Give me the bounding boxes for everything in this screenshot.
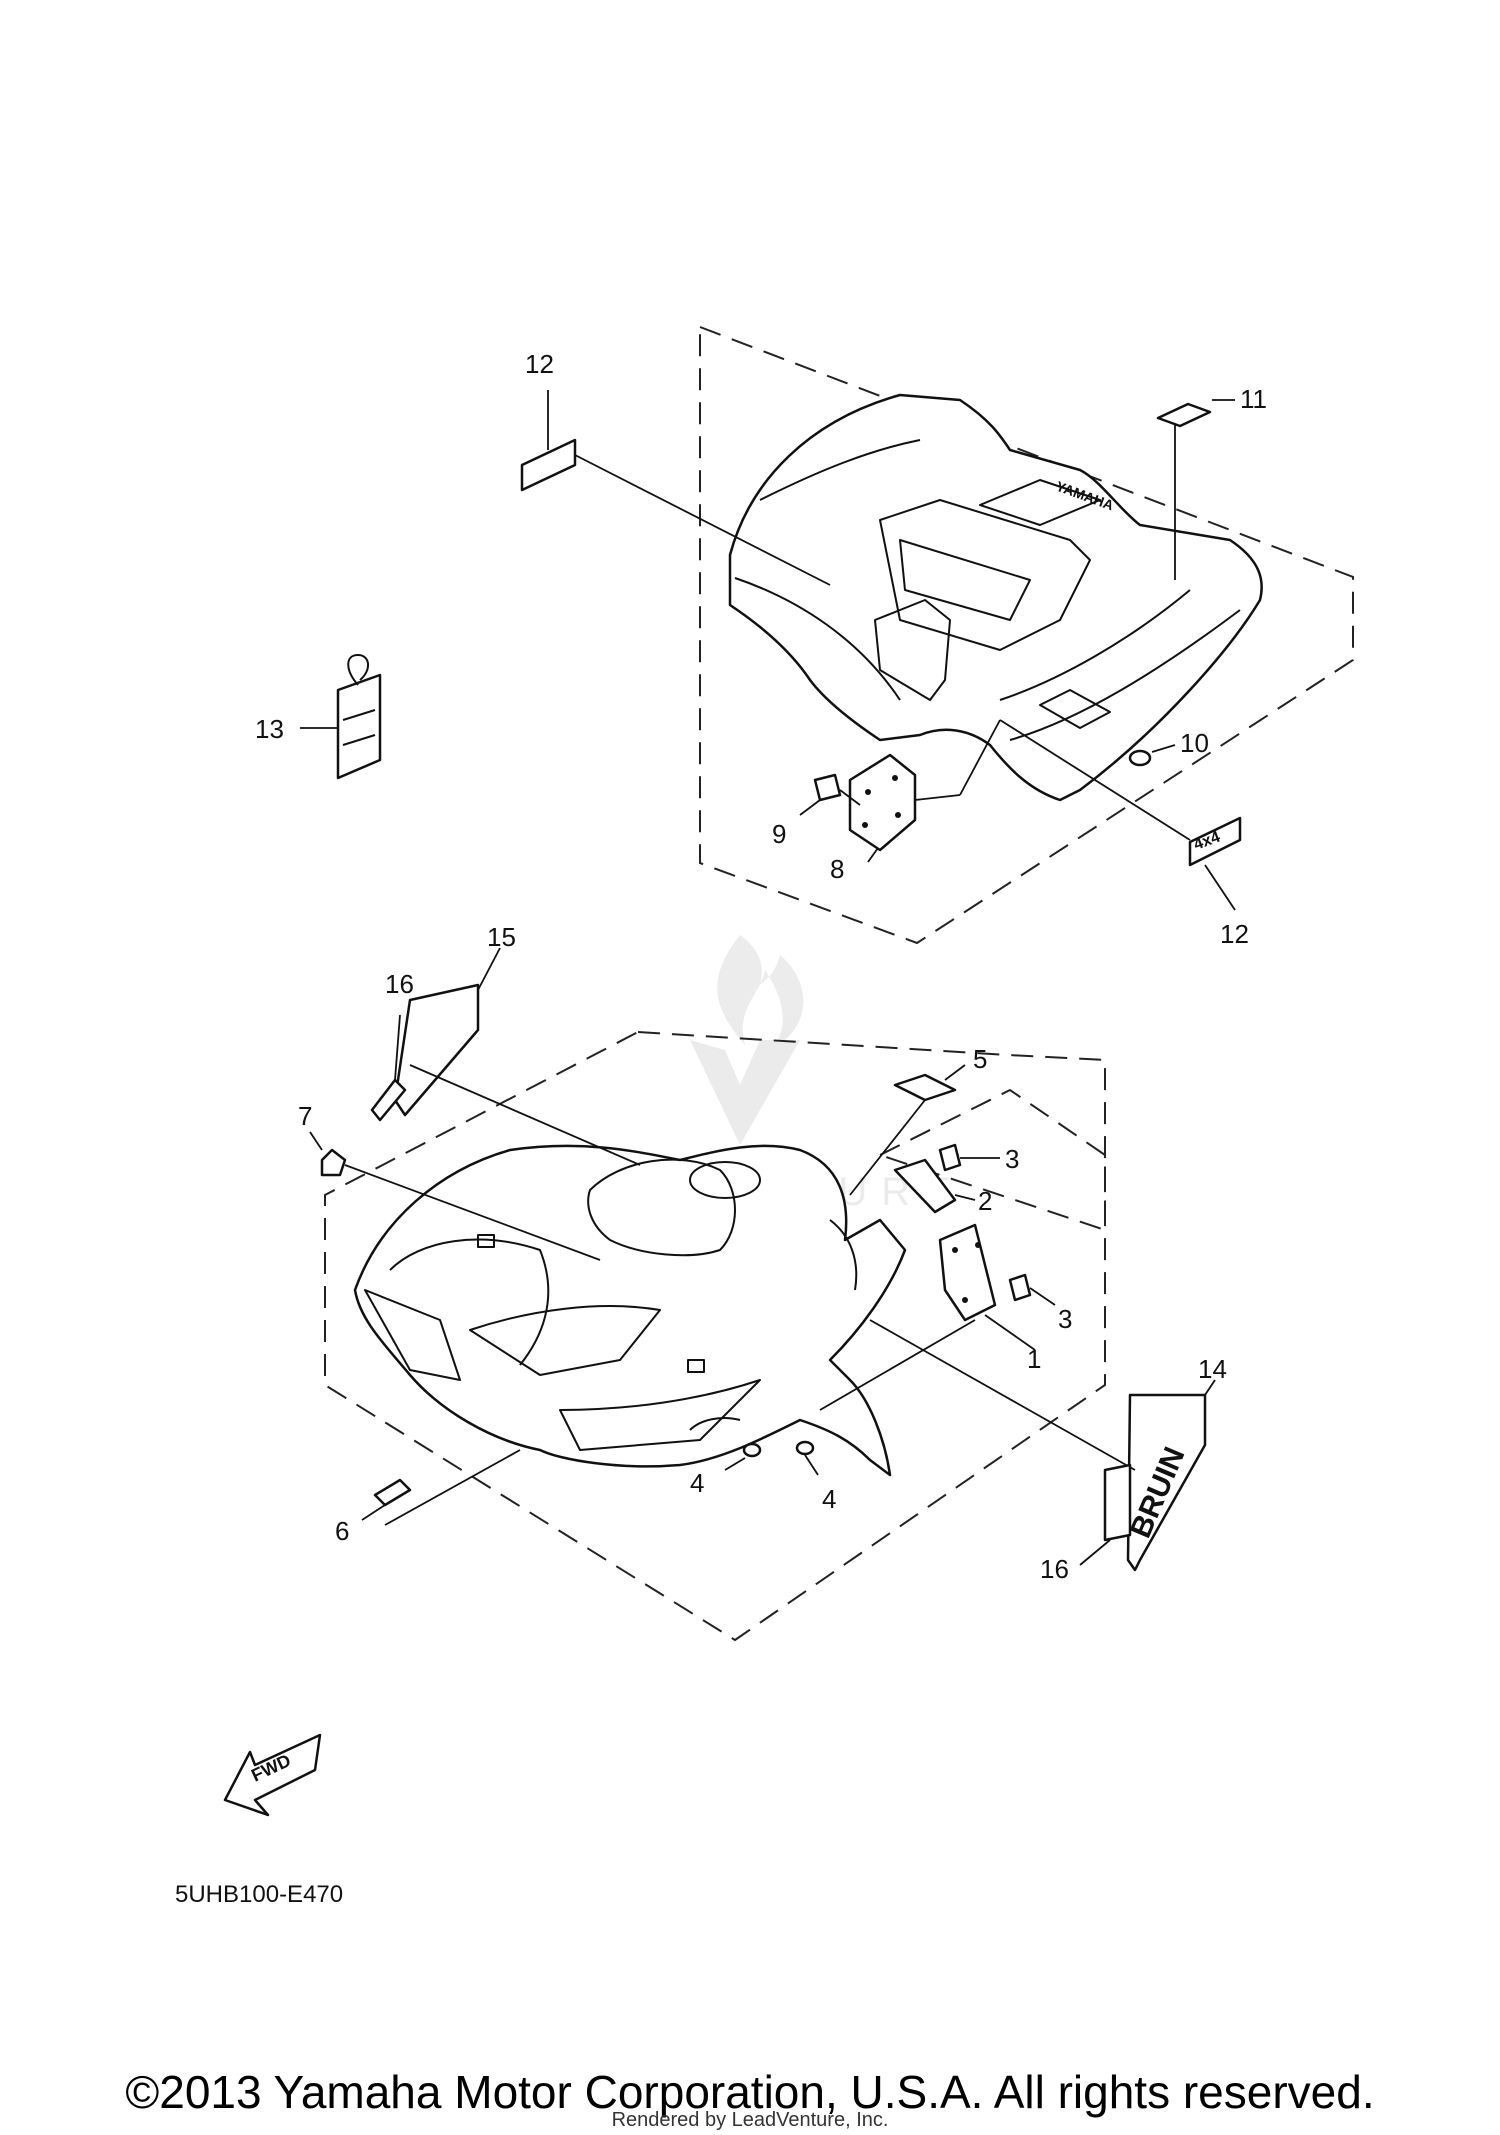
part-2-plate <box>893 1158 976 1214</box>
callout-5: 5 <box>973 1044 987 1074</box>
part-4-grommet-right <box>795 1440 819 1476</box>
part-16-small-decal-top <box>370 1014 407 1122</box>
front-group-boundary <box>324 1030 1106 1642</box>
callout-11: 11 <box>1240 384 1267 414</box>
callout-6: 6 <box>335 1516 349 1546</box>
part-10-grommet <box>1128 744 1176 767</box>
part-16-small-decal-bottom <box>1079 1463 1132 1566</box>
callout-4-left: 4 <box>690 1468 704 1498</box>
diagram-code: 5UHB100-E470 <box>175 1881 343 1908</box>
callout-12-top: 12 <box>525 349 554 379</box>
callout-16-top: 16 <box>385 969 414 999</box>
fwd-arrow-icon: FWD <box>223 1733 322 1817</box>
part-8-plate <box>848 719 1001 863</box>
part-13-tag <box>300 654 382 780</box>
part-15-stripe-decal <box>393 947 641 1166</box>
callout-13: 13 <box>255 714 284 744</box>
part-11-label <box>1156 399 1235 580</box>
part-5-decal <box>849 1064 966 1196</box>
callout-2: 2 <box>978 1186 992 1216</box>
callout-10: 10 <box>1180 728 1209 758</box>
callout-16-bottom: 16 <box>1040 1554 1069 1584</box>
part-1-plate <box>819 1223 1036 1411</box>
part-12-4x4-decal: 4x4 <box>999 719 1242 911</box>
callout-15: 15 <box>487 922 516 952</box>
callout-3-top: 3 <box>1005 1144 1019 1174</box>
rear-group-boundary <box>699 325 1354 945</box>
callout-12-bottom: 12 <box>1220 919 1249 949</box>
part-12-label-top <box>520 390 831 586</box>
callout-9: 9 <box>772 819 786 849</box>
callout-7: 7 <box>298 1101 312 1131</box>
front-subgroup-boundary <box>877 1088 1106 1232</box>
copyright-footer: ©2013 Yamaha Motor Corporation, U.S.A. A… <box>125 2066 1374 2118</box>
callout-8: 8 <box>830 854 844 884</box>
part-3-clip-bottom <box>1008 1273 1056 1306</box>
callouts: 12 11 13 10 9 8 12 15 16 5 7 3 2 3 1 14 … <box>255 349 1267 1584</box>
part-3-clip-top <box>938 1143 1000 1172</box>
rendered-by-footer: Rendered by LeadVenture, Inc. <box>612 2109 889 2131</box>
front-fender <box>353 1144 907 1477</box>
part-14-bruin-decal: BRUIN <box>869 1319 1216 1572</box>
callout-14: 14 <box>1198 1354 1227 1384</box>
callout-1: 1 <box>1027 1344 1041 1374</box>
part-4-grommet-left <box>724 1442 762 1471</box>
part-9-clip <box>799 773 861 816</box>
callout-4-right: 4 <box>822 1484 836 1514</box>
part-6-decal <box>361 1449 521 1526</box>
callout-3-bottom: 3 <box>1058 1304 1072 1334</box>
part-7-cap <box>309 1131 601 1261</box>
